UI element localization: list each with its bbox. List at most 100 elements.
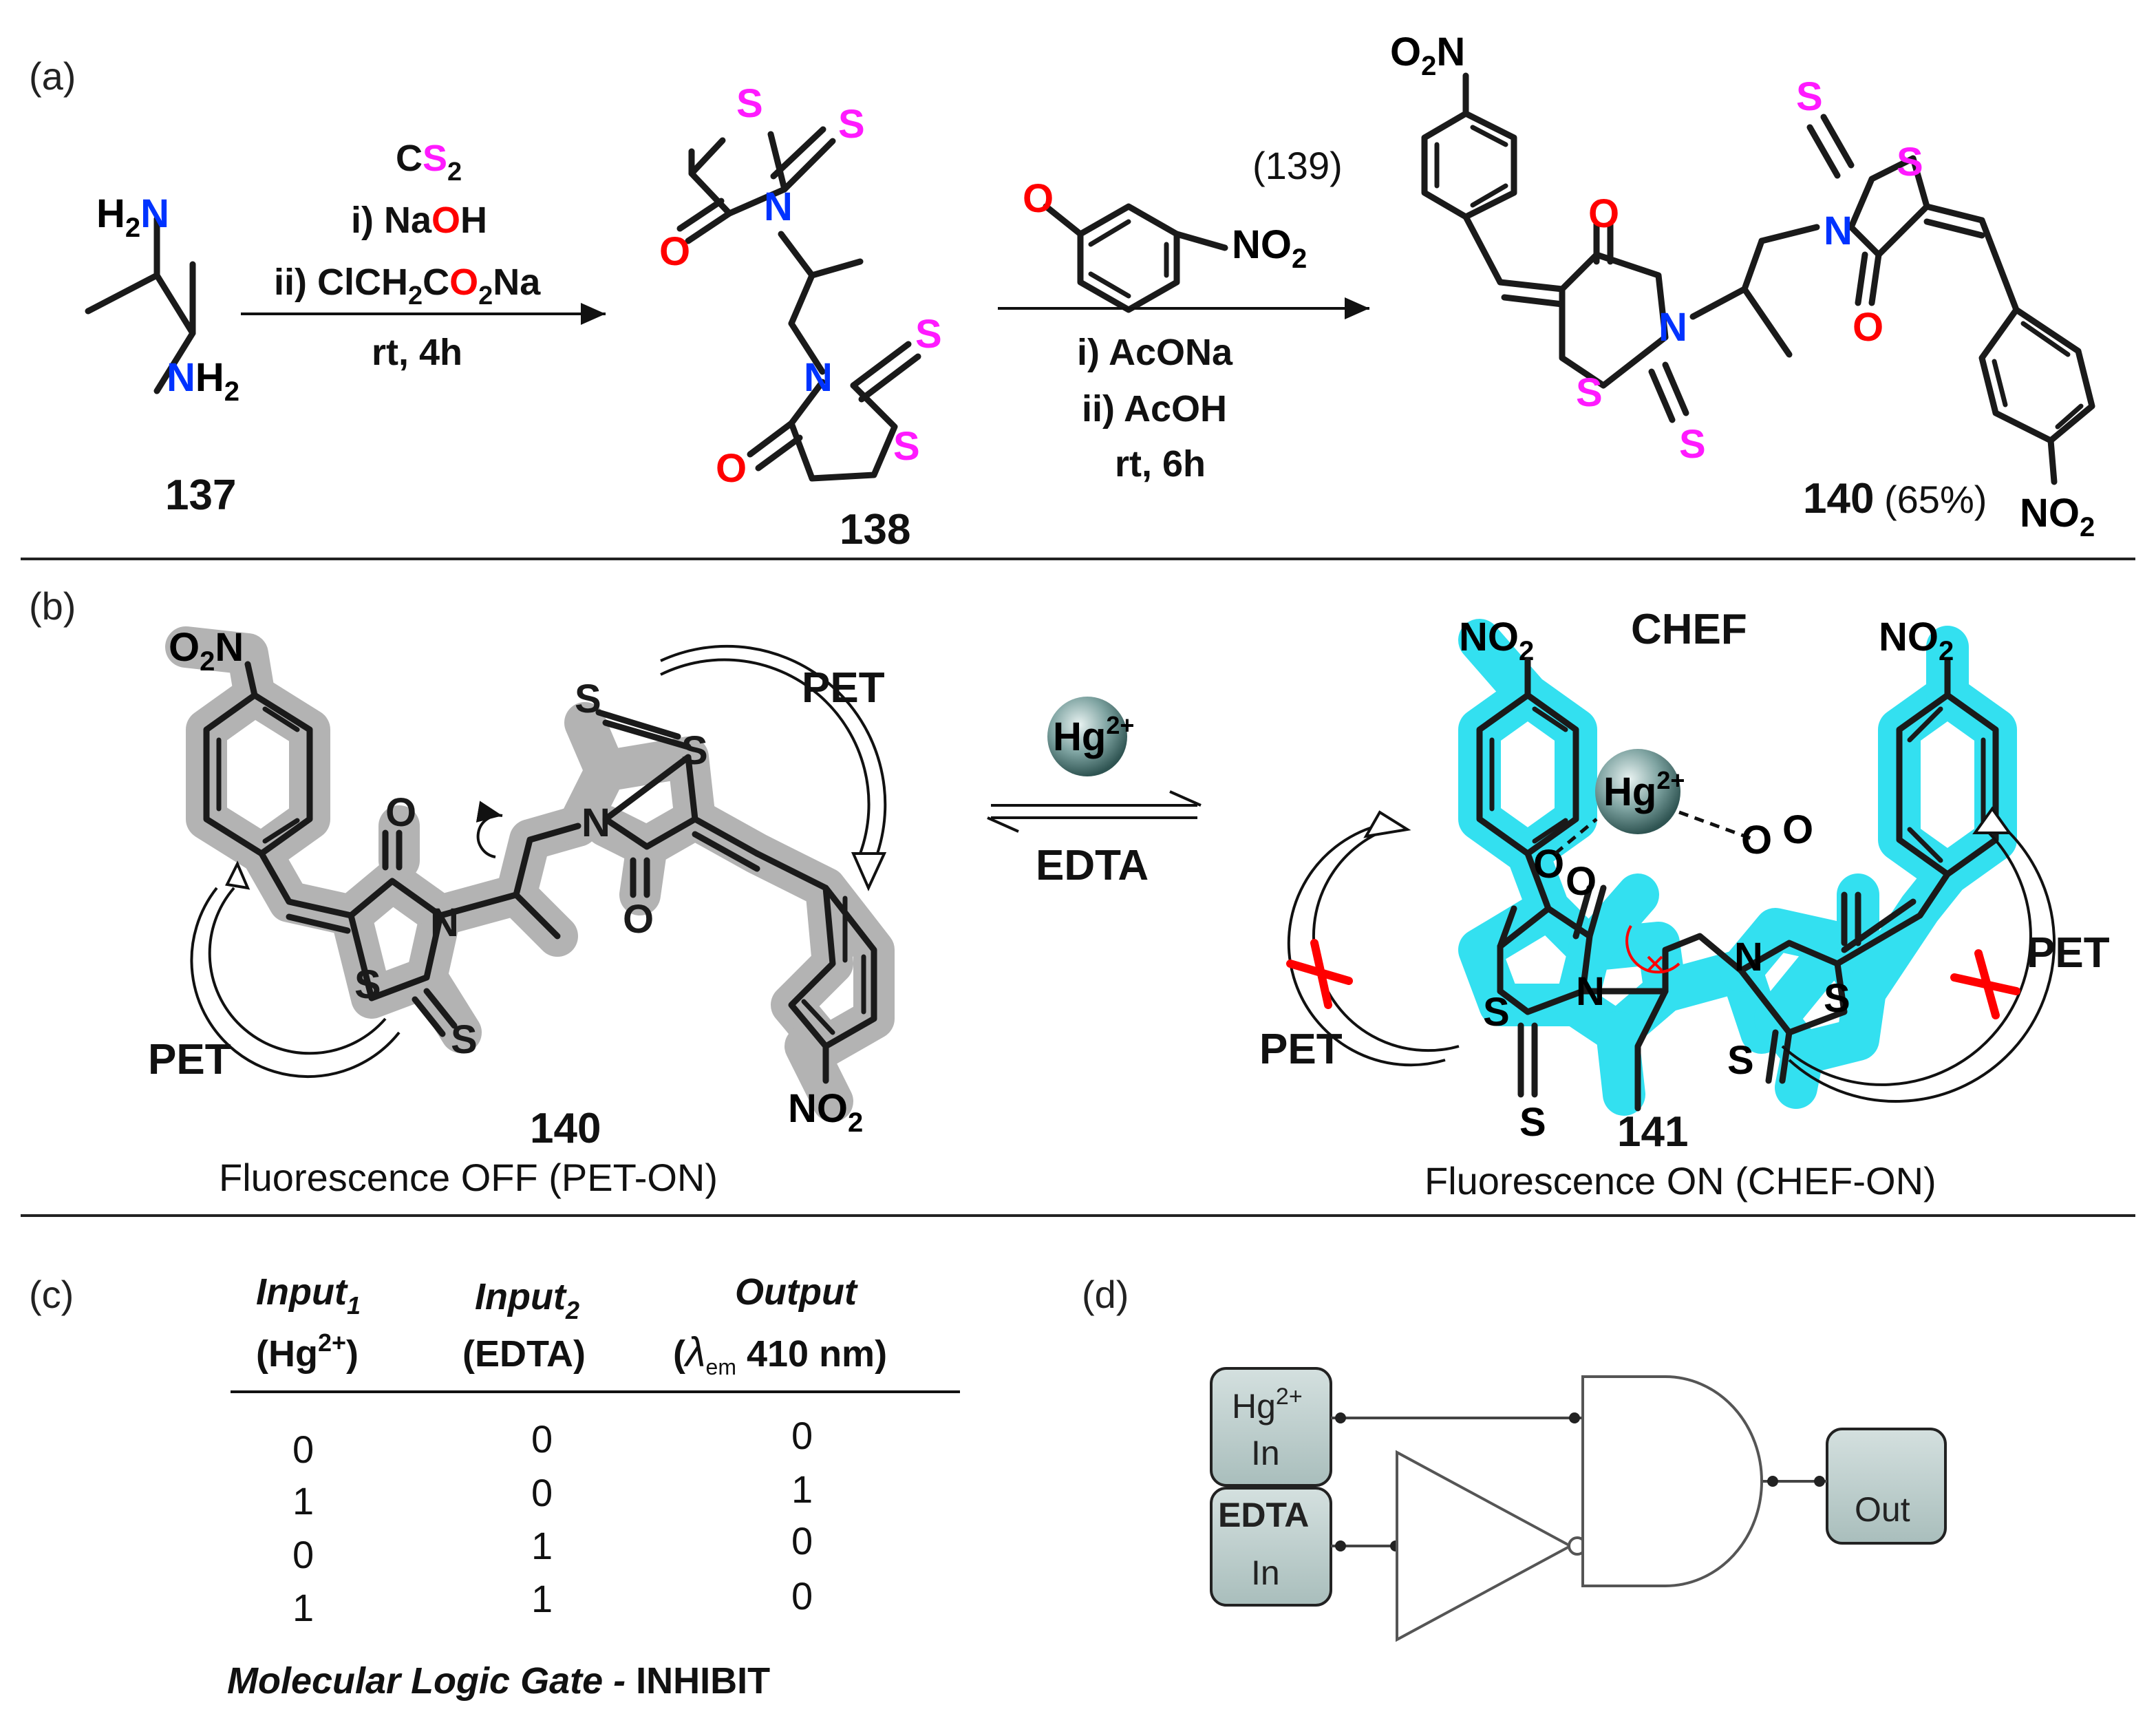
svg-text:N: N: [581, 801, 610, 845]
panel-c-label: (c): [29, 1273, 74, 1316]
and-gate: [1581, 1375, 1763, 1587]
svg-text:i) AcONa: i) AcONa: [1077, 332, 1233, 373]
svg-text:S: S: [893, 424, 920, 469]
caption-fluorescence-off: Fluorescence OFF (PET-ON): [219, 1156, 718, 1199]
svg-text:N: N: [1658, 305, 1687, 350]
output-box: [1826, 1428, 1947, 1545]
svg-text:In: In: [1251, 1434, 1280, 1472]
svg-text:NO2: NO2: [1879, 615, 1954, 666]
svg-text:EDTA: EDTA: [1218, 1496, 1309, 1534]
edta-label: EDTA: [1036, 842, 1149, 889]
svg-text:N: N: [804, 355, 833, 400]
svg-text:S: S: [1897, 140, 1923, 184]
svg-text:S: S: [1727, 1038, 1754, 1083]
pet-label-left: PET: [1259, 1026, 1343, 1073]
compound-139: (139) O NO2: [1023, 144, 1343, 313]
panel-d-label: (d): [1082, 1273, 1129, 1316]
svg-text:N: N: [764, 184, 793, 229]
svg-text:N: N: [1734, 935, 1763, 979]
svg-text:0: 0: [791, 1414, 813, 1457]
input-hg-box: [1210, 1367, 1332, 1487]
svg-text:Hg2+: Hg2+: [1053, 711, 1134, 759]
truth-table: Input1 (Hg2+) Input2 (EDTA) Output (λem …: [227, 1271, 960, 1702]
svg-text:O2N: O2N: [169, 625, 244, 677]
svg-text:0: 0: [292, 1533, 314, 1576]
panel-a-label: (a): [29, 54, 76, 98]
svg-text:rt, 4h: rt, 4h: [372, 332, 462, 373]
hg-ion-ball: [1047, 697, 1127, 776]
svg-text:O: O: [1853, 305, 1883, 350]
svg-text:Hg2+: Hg2+: [1603, 766, 1685, 814]
equilibrium-arrows: Hg2+ EDTA: [987, 697, 1202, 889]
svg-text:(Hg2+): (Hg2+): [256, 1328, 359, 1375]
compound-137-number: 137: [165, 472, 236, 519]
svg-text:O: O: [1566, 859, 1597, 904]
svg-text:NO2: NO2: [1459, 615, 1534, 666]
svg-text:S: S: [451, 1017, 478, 1062]
compound-137: H2N NH2 137: [85, 191, 239, 519]
header-input2: Input2: [475, 1276, 579, 1324]
svg-text:S: S: [681, 728, 708, 773]
header-input1: Input1: [256, 1271, 361, 1320]
svg-text:S: S: [1679, 422, 1706, 467]
svg-text:O: O: [623, 897, 654, 942]
svg-text:NH2: NH2: [167, 355, 239, 407]
caption-fluorescence-on: Fluorescence ON (CHEF-ON): [1424, 1159, 1936, 1203]
not-gate: [1396, 1450, 1574, 1642]
svg-text:O: O: [385, 790, 416, 835]
svg-text:S: S: [915, 312, 942, 357]
compound-141-chef: NO2 NO2 O N S S O N S S: [1259, 606, 2110, 1203]
pet-label-right: PET: [2027, 929, 2110, 977]
svg-text:1: 1: [531, 1524, 553, 1567]
svg-text:1: 1: [292, 1586, 314, 1629]
svg-text:(139): (139): [1252, 144, 1343, 187]
logic-gate-diagram: Hg2+ In EDTA In Out: [1210, 1367, 1947, 1642]
svg-text:S: S: [736, 81, 763, 126]
svg-text:S: S: [1576, 370, 1603, 415]
table-row: 0 0 0: [292, 1414, 813, 1471]
svg-text:NO2: NO2: [2020, 491, 2095, 542]
svg-text:(EDTA): (EDTA): [462, 1333, 586, 1375]
svg-text:S: S: [1519, 1100, 1546, 1145]
pet-label-bottom: PET: [148, 1036, 231, 1083]
svg-text:ii) AcOH: ii) AcOH: [1082, 388, 1227, 430]
table-row: 0 1 0: [292, 1519, 813, 1576]
header-output: Output: [735, 1271, 858, 1313]
svg-text:1: 1: [791, 1468, 813, 1511]
svg-text:N: N: [430, 900, 459, 945]
svg-text:1: 1: [531, 1577, 553, 1620]
compound-140-product: O2N O N S S S S N O: [1390, 30, 2095, 542]
svg-text:(λem 410 nm): (λem 410 nm): [673, 1329, 887, 1379]
reagents-1: CS2 i) NaOH ii) ClCH2CO2Na rt, 4h: [274, 138, 541, 373]
svg-text:0: 0: [531, 1417, 553, 1461]
svg-text:O: O: [716, 446, 747, 491]
compound-140-label-b: 140: [530, 1105, 601, 1152]
svg-text:CS2: CS2: [396, 138, 462, 187]
svg-text:rt, 6h: rt, 6h: [1115, 443, 1206, 485]
pet-label-top: PET: [802, 664, 885, 712]
svg-text:S: S: [1824, 976, 1850, 1021]
svg-text:O: O: [1588, 191, 1619, 236]
reagents-2: i) AcONa ii) AcOH rt, 6h: [1077, 332, 1233, 485]
svg-text:N: N: [1576, 969, 1605, 1014]
svg-text:0: 0: [531, 1471, 553, 1514]
compound-138-number: 138: [840, 506, 910, 553]
svg-text:O: O: [1023, 176, 1054, 221]
svg-text:S: S: [1796, 74, 1823, 119]
svg-text:0: 0: [791, 1519, 813, 1563]
table-row: 1 0 1: [292, 1468, 813, 1523]
svg-text:H2N: H2N: [96, 191, 169, 243]
table-row: 1 1 0: [292, 1574, 813, 1629]
svg-text:S: S: [838, 102, 865, 147]
compound-138: S S N O N S S O 138: [659, 81, 942, 553]
svg-text:Hg2+: Hg2+: [1232, 1384, 1303, 1426]
svg-text:S: S: [1483, 990, 1510, 1035]
svg-text:O: O: [659, 229, 690, 274]
compound-141-label: 141: [1617, 1108, 1688, 1156]
svg-text:In: In: [1251, 1554, 1280, 1592]
svg-text:O: O: [1782, 807, 1813, 852]
svg-text:ii) ClCH2CO2Na: ii) ClCH2CO2Na: [274, 262, 541, 310]
svg-text:O: O: [1741, 818, 1772, 862]
svg-text:0: 0: [791, 1574, 813, 1618]
svg-text:N: N: [1824, 209, 1853, 253]
